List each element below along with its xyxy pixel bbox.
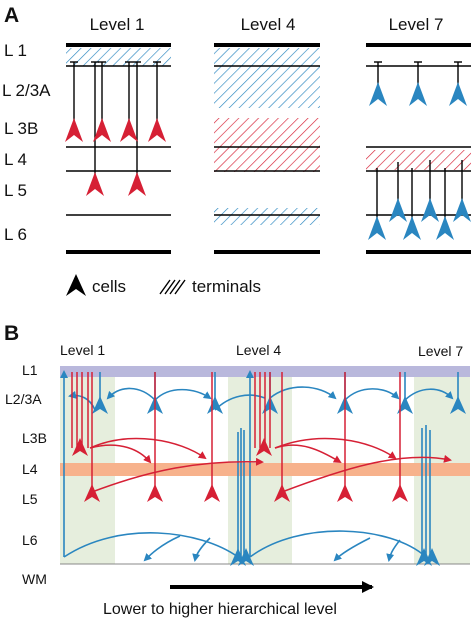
feedforward-cell [204, 484, 220, 502]
feedback-cell [92, 396, 108, 414]
feedback-axon [249, 530, 427, 558]
feedback-axon [192, 537, 211, 562]
pyramidal-cell-blue [403, 216, 421, 240]
feedback-axon [386, 539, 401, 562]
feedforward-cell [147, 484, 163, 502]
panel-b-layer-l6: L6 [22, 532, 38, 548]
pyramidal-cell-blue [436, 216, 454, 240]
panel-a-column-level-4 [214, 43, 320, 254]
feedforward-cell [337, 484, 353, 502]
panel-a-layer-l23a: L 2/3A [2, 81, 51, 100]
feedback-axon [143, 535, 181, 562]
pyramidal-cell-red [65, 118, 83, 142]
feedback-axon [269, 386, 337, 400]
terminals-blue-upper-level-4 [214, 48, 320, 108]
panel-b-layer-l5: L5 [22, 491, 38, 507]
panel-a-column-level-1 [65, 43, 171, 254]
pyramidal-cell-blue [449, 82, 467, 106]
terminals-blue-layer6-level-4 [214, 208, 320, 225]
cell-legend-icon [66, 274, 86, 296]
feedforward-cell [256, 438, 272, 456]
legend-terminals-label: terminals [192, 277, 261, 296]
feedforward-cell [72, 438, 88, 456]
feedback-axon [404, 388, 454, 401]
pyramidal-cell-red [128, 172, 146, 196]
feedback-axon [106, 387, 156, 401]
pyramidal-cell-red [93, 118, 111, 142]
terminals-layer1-level-1 [66, 48, 171, 66]
panel-b-layer-l4: L4 [22, 461, 38, 477]
panel-a-level-1-label: Level 1 [90, 15, 145, 34]
legend-cells-label: cells [92, 277, 126, 296]
panel-a-layer-l6: L 6 [4, 225, 27, 244]
panel-a-level-7-label: Level 7 [389, 15, 444, 34]
feedback-projections [60, 370, 459, 562]
feedforward-axon [91, 457, 264, 493]
feedforward-cell [274, 484, 290, 502]
feedback-cell [450, 396, 466, 414]
pyramidal-cell-red [120, 118, 138, 142]
panel-a-level-4-label: Level 4 [241, 15, 296, 34]
panel-b-level-4-label: Level 4 [236, 342, 281, 358]
panel-b-layer-l23a: L2/3A [5, 391, 42, 407]
terminals-legend-icon [159, 279, 186, 295]
hierarchy-axis-label: Lower to higher hierarchical level [103, 601, 337, 618]
feedforward-cell [392, 484, 408, 502]
feedforward-axon [274, 437, 397, 460]
panel-b-layer-wm: WM [22, 571, 47, 587]
pyramidal-cell-red [86, 172, 104, 196]
feedback-cell-l6 [238, 548, 254, 566]
pyramidal-cell-blue [421, 198, 439, 222]
pyramidal-cell-red [148, 118, 166, 142]
panel-a-layer-l1: L 1 [4, 41, 27, 60]
layer4-band [60, 463, 470, 476]
panel-b-layer-l1: L1 [22, 362, 38, 378]
feedback-axon [344, 388, 400, 401]
feedforward-cell [84, 484, 100, 502]
terminals-red-level-4 [214, 118, 320, 172]
feedback-axon [333, 537, 371, 562]
panel-b-letter: B [4, 322, 19, 345]
pyramidal-cell-blue [369, 82, 387, 106]
pyramidal-cell-blue [453, 198, 471, 222]
panel-a: A Level 1 Level 4 Level 7 L 1 L 2/3A L 3… [2, 4, 471, 296]
panel-a-legend: cells terminals [66, 274, 261, 296]
feedback-cell-l6 [424, 548, 440, 566]
feedback-axon [154, 388, 212, 401]
panel-b-level-7-label: Level 7 [418, 343, 463, 359]
panel-b-level-1-label: Level 1 [60, 342, 105, 358]
panel-a-layer-l3b: L 3B [4, 119, 38, 138]
panel-a-layer-l5: L 5 [4, 181, 27, 200]
pyramidal-cell-blue [368, 216, 386, 240]
feedforward-axon [89, 437, 207, 460]
feedforward-axon [274, 444, 342, 464]
pyramidal-cell-blue [389, 198, 407, 222]
panel-a-layer-l4: L 4 [4, 150, 27, 169]
panel-b-layer-l3b: L3B [22, 430, 47, 446]
panel-a-column-level-7 [366, 43, 471, 254]
feedback-cell [207, 396, 223, 414]
panel-b: B Level 1 Level 4 Level 7 L1 L2/3A L3B L… [4, 322, 470, 618]
layer1-band [60, 366, 470, 377]
panel-a-letter: A [4, 4, 19, 27]
feedforward-axon [89, 444, 152, 464]
feedforward-axon [281, 454, 452, 493]
feedback-axon [63, 532, 239, 558]
pyramidal-cell-blue [409, 82, 427, 106]
feedforward-projections [71, 372, 452, 493]
feedback-cell [397, 396, 413, 414]
terminals-red-layer4-level-7 [366, 150, 471, 170]
